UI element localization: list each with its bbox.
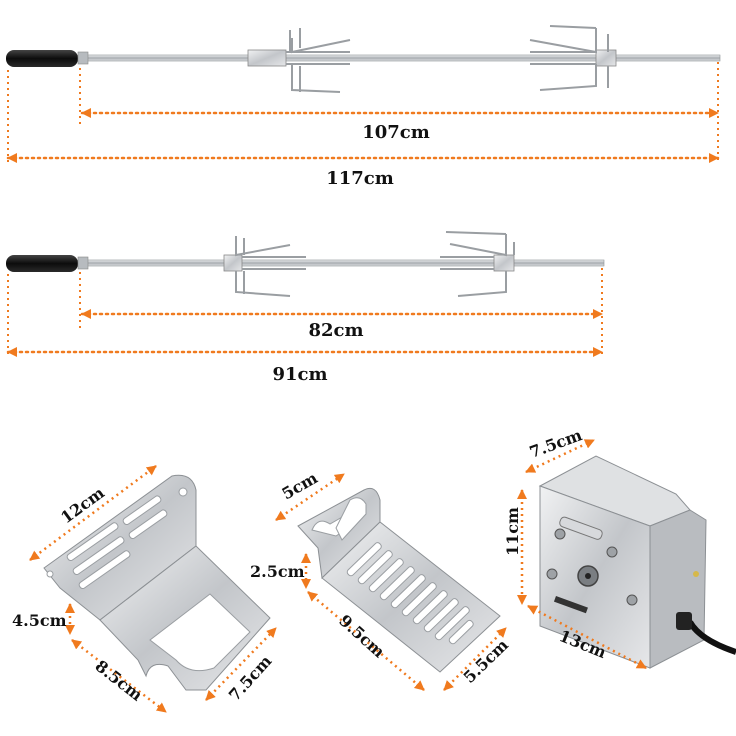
spit-short-fork-1 [223,236,306,297]
motor-height: 11cm [503,507,522,556]
spit-long-fork-1 [247,28,351,93]
spit-short-total-length: 91cm [272,364,327,385]
spit-long: 107cm 117cm [6,25,721,189]
spit-short-fork-2 [440,231,515,297]
spit-short-handle [6,255,78,272]
bracket-right-top-width: 5cm [279,468,321,503]
motor: 7.5cm 11cm 13cm [503,425,736,670]
spit-short: 82cm 91cm [6,231,605,385]
bracket-left: 12cm 4.5cm 8.5cm 7.5cm [12,464,277,713]
spit-long-rod [77,54,721,62]
spit-long-handle [6,50,78,67]
spit-long-inner-length: 107cm [362,122,430,143]
spit-short-inner-length: 82cm [308,320,363,341]
motor-depth: 7.5cm [527,425,585,462]
spit-short-rod [77,259,605,267]
spit-long-total-length: 117cm [326,168,394,189]
bracket-left-depth: 4.5cm [12,611,67,630]
spit-long-fork-2 [529,25,617,91]
bracket-right: 5cm 2.5cm 9.5cm 5.5cm [250,468,512,691]
bracket-left-base-length: 8.5cm [92,656,147,705]
bracket-right-lip-height: 2.5cm [250,562,305,581]
bracket-left-length: 12cm [57,483,108,527]
